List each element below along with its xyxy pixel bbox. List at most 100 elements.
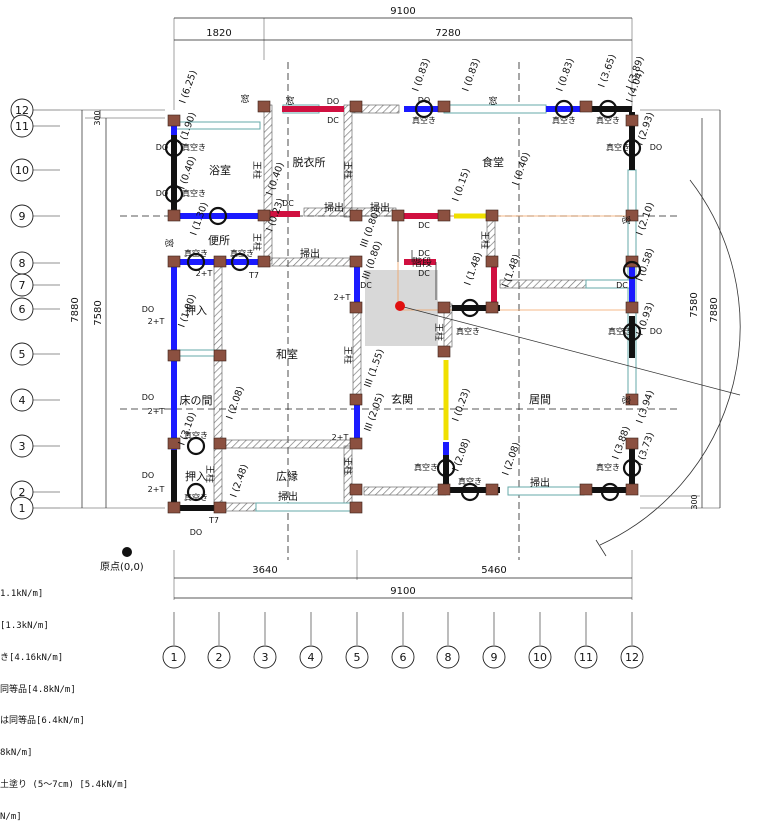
label-2t: 2+T [334,293,351,302]
label-t7: T7 [248,271,259,280]
room-bath: 浴室 [209,163,231,177]
legend-line: 8kN/m] [0,748,33,759]
row-bubble-label: 6 [19,303,26,316]
dim-left-small: 300 [93,110,102,125]
col-bubble [299,645,323,669]
label-sweep-opening: 掃出 [530,476,550,489]
center-of-rigidity [395,301,405,311]
row-bubble-label: 4 [19,394,26,407]
wall-capacity-label: III (2.05) [362,392,386,433]
row-bubble-label: 1 [19,502,26,515]
row-bubble-label: 11 [15,120,29,133]
room-toilet: 便所 [208,234,230,247]
label-do: DO [327,97,339,106]
wall-capacity-label: III (1.55) [362,348,386,389]
wall-capacity-label: I (1.48) [462,251,484,287]
wall-capacity-label: I (0.83) [460,57,482,93]
arc-tick [595,539,607,557]
col-bubble [391,645,415,669]
wall-capacity-label: I (0.83) [554,57,576,93]
col-bubble-label: 6 [400,651,407,664]
row-bubble-label: 3 [19,440,26,453]
label-open: 真空き [608,326,632,336]
wall-capacity-label: I (6.25) [177,69,199,105]
wall-capacity-label: I (2.48) [228,463,250,499]
col-bubble [253,645,277,669]
col-bubble-label: 9 [491,651,498,664]
label-dc: DC [360,281,372,290]
col-bubble [482,645,506,669]
eccentricity-line [399,305,741,396]
label-2t: 2+T [196,269,213,278]
label-post: 王柱 [251,233,263,251]
label-post: 王柱 [433,323,445,341]
label-dc: DC [418,269,430,278]
room-washitsu: 和室 [276,347,298,361]
col-bubble-label: 1 [171,651,178,664]
room-entrance: 玄関 [391,392,413,406]
label-sweep-opening: 掃出 [324,201,344,214]
wall-capacity-label: I (0.40) [510,151,532,187]
col-bubble-label: 5 [354,651,361,664]
label-sweep-opening: 掃出 [300,247,320,260]
label-open: 真空き [184,430,208,440]
label-window: 窓 [163,238,175,247]
label-do: DO [650,327,662,336]
col-bubble-label: 4 [308,651,315,664]
label-do: DO [156,189,168,198]
label-sweep-opening: 掃出 [278,490,298,503]
dim-right-inner: 7580 [689,292,700,317]
col-bubble [207,645,231,669]
room-closet2: 押入 [185,469,207,483]
label-window: 窓 [488,95,497,107]
dim-top-left: 1820 [206,28,231,39]
label-t7: T7 [208,516,219,525]
dim-right-outer: 7880 [709,297,720,322]
wall-capacity-label: I (0.40) [176,155,198,191]
col-bubble [345,645,369,669]
legend-line: 同等品[4.8kN/m] [0,684,76,695]
dim-bottom-left: 3640 [252,565,277,576]
interior-lines [397,216,437,300]
label-do: DO [142,305,154,314]
label-open: 真空き [552,115,576,125]
label-do: DO [142,471,154,480]
label-post: 王柱 [342,457,354,475]
label-open: 真空き [606,142,630,152]
radius-arc [599,179,741,546]
col-bubble [574,645,598,669]
col-bubble [436,645,460,669]
label-post: 王柱 [251,161,263,179]
label-open: 真空き [456,326,480,336]
wall-capacity-label: I (0.23) [450,387,472,423]
dimension-lines [81,17,721,599]
label-open: 真空き [184,492,208,502]
label-open: 真空き [414,462,438,472]
wall-capacity-label: I (0.15) [450,167,472,203]
row-bubble-label: 8 [19,257,26,270]
room-closet1: 押入 [185,303,207,317]
hold-down-markers [164,99,642,502]
dim-bottom-total: 9100 [390,586,415,597]
label-window: 窓 [620,395,632,404]
dim-left-inner: 7580 [93,300,104,325]
label-window: 窓 [620,215,632,224]
label-post: 王柱 [204,465,216,483]
label-do: DO [156,143,168,152]
yellow-walls [443,213,490,440]
col-bubble-label: 10 [533,651,547,664]
label-post: 王柱 [479,231,491,249]
label-open: 真空き [182,188,206,198]
label-2t: 2+T [148,407,165,416]
col-bubble-label: 2 [216,651,223,664]
wall-capacity-label: I (2.08) [450,437,472,473]
dim-left-outer: 7880 [70,297,81,322]
row-bubble-label: 9 [19,210,26,223]
label-open: 真空き [596,462,620,472]
dim-top-total: 9100 [390,6,415,17]
room-dining: 食堂 [482,155,504,169]
label-post: 王柱 [342,346,354,364]
label-open: 真空き [182,142,206,152]
wall-capacity-label: I (0.83) [410,57,432,93]
